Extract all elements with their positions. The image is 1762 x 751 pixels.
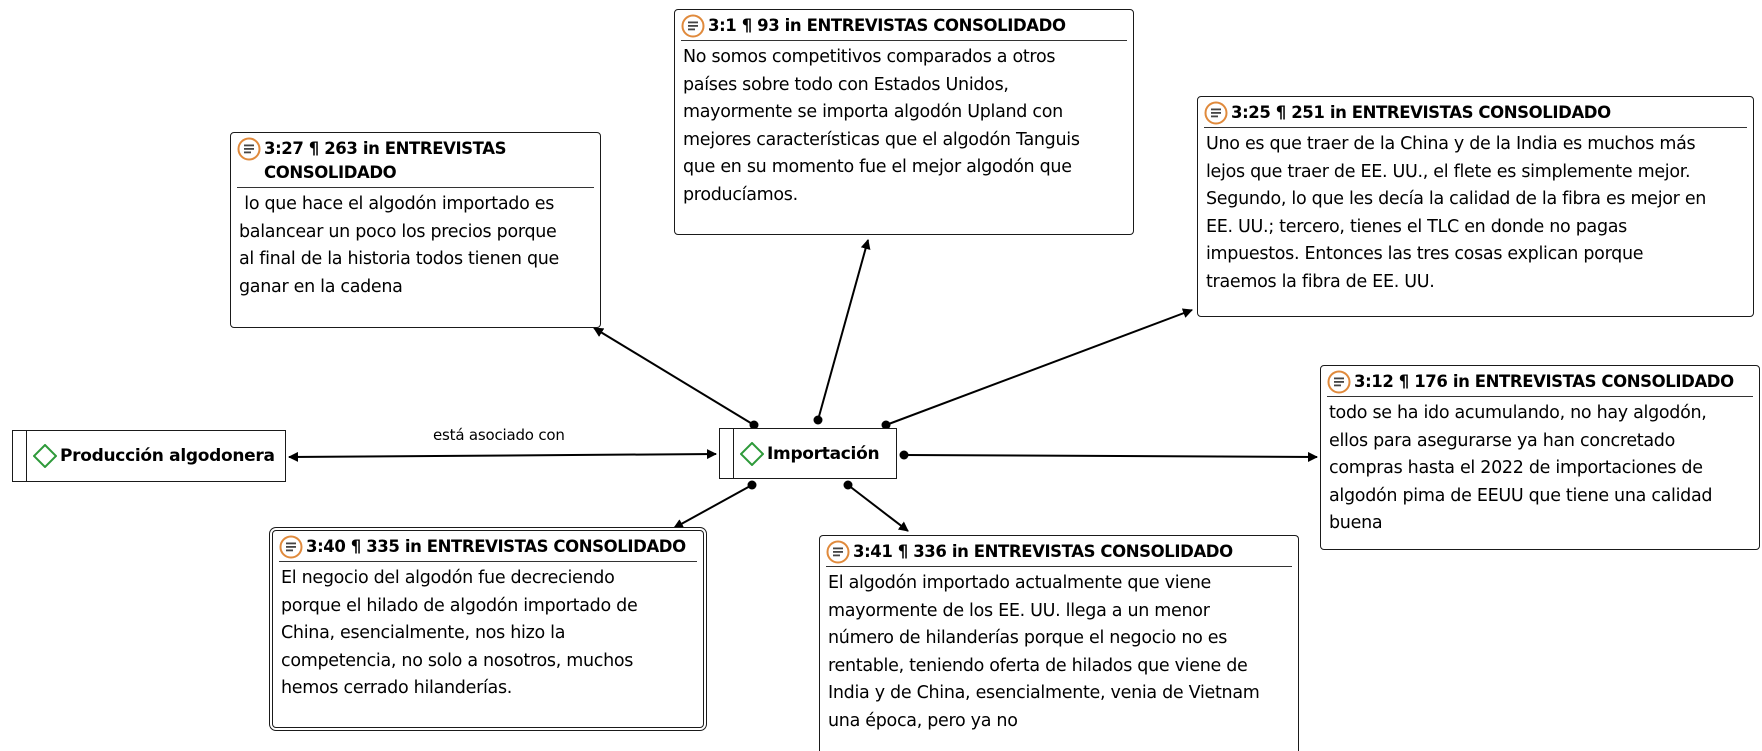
quote-line: porque el hilado de algodón importado de <box>281 595 638 616</box>
quote-line: compras hasta el 2022 de importaciones d… <box>1329 458 1703 478</box>
quote-line: No somos competitivos comparados a otros <box>683 47 1056 67</box>
quote-line: mayormente se importa algodón Upland con <box>683 102 1063 122</box>
quote-body: El algodón importado actualmente que vie… <box>826 570 1292 735</box>
link-dot <box>747 480 757 490</box>
quote-3-40[interactable]: 3:40 ¶ 335 in ENTREVISTAS CONSOLIDADO El… <box>272 530 704 728</box>
quote-line: impuestos. Entonces las tres cosas expli… <box>1206 244 1644 264</box>
quotation-icon <box>1204 101 1228 125</box>
link-importacion-q31 <box>817 239 871 421</box>
quote-header: 3:12 ¶ 176 in ENTREVISTAS CONSOLIDADO <box>1327 370 1753 397</box>
quotation-icon <box>1327 370 1351 394</box>
quote-line: El algodón importado actualmente que vie… <box>828 573 1211 593</box>
code-strip <box>13 431 27 481</box>
quote-line: países sobre todo con Estados Unidos, <box>683 74 1009 95</box>
quote-body: todo se ha ido acumulando, no hay algodó… <box>1327 400 1753 538</box>
quote-body: Uno es que traer de la China y de la Ind… <box>1204 131 1747 296</box>
link-dot <box>813 415 823 425</box>
quote-line: hemos cerrado hilanderías. <box>281 678 513 698</box>
quote-line: mejores características que el algodón T… <box>683 129 1080 150</box>
quote-line: número de hilanderías porque el negocio … <box>828 628 1228 648</box>
quote-line: ganar en la cadena <box>239 276 403 297</box>
quote-3-12[interactable]: 3:12 ¶ 176 in ENTREVISTAS CONSOLIDADO to… <box>1320 365 1760 550</box>
quote-header-text: 3:41 ¶ 336 in ENTREVISTAS CONSOLIDADO <box>853 542 1233 561</box>
link-importacion-q327 <box>593 327 755 426</box>
quote-line: Segundo, lo que les decía la calidad de … <box>1206 189 1707 209</box>
quote-line: que en su momento fue el mejor algodón q… <box>683 157 1072 177</box>
quote-body: lo que hace el algodón importado es bala… <box>237 191 594 301</box>
quote-line: traemos la fibra de EE. UU. <box>1206 271 1435 292</box>
quote-header: 3:25 ¶ 251 in ENTREVISTAS CONSOLIDADO <box>1204 101 1747 128</box>
quote-3-27[interactable]: 3:27 ¶ 263 in ENTREVISTAS CONSOLIDADO lo… <box>230 132 601 328</box>
quote-line: una época, pero ya no <box>828 710 1018 731</box>
code-label: Importación <box>767 443 880 464</box>
quotation-icon <box>237 137 261 161</box>
quote-header-text: 3:25 ¶ 251 in ENTREVISTAS CONSOLIDADO <box>1231 103 1611 122</box>
quotation-icon <box>826 540 850 564</box>
link-importacion-q341 <box>847 484 909 532</box>
quote-header-line: CONSOLIDADO <box>264 163 397 182</box>
quote-line: EE. UU.; tercero, tienes el TLC en donde… <box>1206 216 1627 237</box>
quote-line: lo que hace el algodón importado es <box>239 194 555 214</box>
quote-header-text: 3:27 ¶ 263 in ENTREVISTAS CONSOLIDADO <box>264 137 506 185</box>
quote-header: 3:41 ¶ 336 in ENTREVISTAS CONSOLIDADO <box>826 540 1292 567</box>
quote-header: 3:40 ¶ 335 in ENTREVISTAS CONSOLIDADO <box>279 535 697 562</box>
code-strip <box>720 429 734 478</box>
quote-line: India y de China, esencialmente, venia d… <box>828 683 1260 703</box>
link-importacion-q312 <box>903 451 1318 462</box>
quote-line: producíamos. <box>683 184 798 205</box>
quote-header-text: 3:40 ¶ 335 in ENTREVISTAS CONSOLIDADO <box>306 537 686 556</box>
quote-line: ellos para asegurarse ya han concretado <box>1329 430 1675 451</box>
link-dot <box>749 420 759 430</box>
link-importacion-q325 <box>885 308 1193 426</box>
quote-header-text: 3:12 ¶ 176 in ENTREVISTAS CONSOLIDADO <box>1354 372 1734 391</box>
link-dot <box>899 450 909 460</box>
quote-body: No somos competitivos comparados a otros… <box>681 44 1127 209</box>
quote-header-text: 3:1 ¶ 93 in ENTREVISTAS CONSOLIDADO <box>708 16 1066 35</box>
quote-line: buena <box>1329 513 1383 533</box>
quote-line: algodón pima de EEUU que tiene una calid… <box>1329 485 1713 506</box>
link-dot <box>881 420 891 430</box>
quote-line: competencia, no solo a nosotros, muchos <box>281 650 634 671</box>
quote-3-25[interactable]: 3:25 ¶ 251 in ENTREVISTAS CONSOLIDADO Un… <box>1197 96 1754 317</box>
link-dot <box>843 480 853 490</box>
quote-line: todo se ha ido acumulando, no hay algodó… <box>1329 403 1707 423</box>
code-label: Producción algodonera <box>60 446 275 466</box>
quote-line: Uno es que traer de la China y de la Ind… <box>1206 134 1696 154</box>
code-diamond-icon <box>33 444 57 468</box>
quote-line: lejos que traer de EE. UU., el flete es … <box>1206 161 1691 182</box>
quote-body: El negocio del algodón fue decreciendo p… <box>279 565 697 703</box>
link-produccion-importacion <box>288 449 717 462</box>
quote-header-line: 3:27 ¶ 263 in ENTREVISTAS <box>264 139 507 158</box>
quote-header: 3:1 ¶ 93 in ENTREVISTAS CONSOLIDADO <box>681 14 1127 41</box>
code-produccion-algodonera[interactable]: Producción algodonera <box>12 430 286 482</box>
quotation-icon <box>681 14 705 38</box>
quote-line: al final de la historia todos tienen que <box>239 249 560 269</box>
quote-line: mayormente de los EE. UU. llega a un men… <box>828 600 1210 621</box>
quotation-icon <box>279 535 303 559</box>
link-importacion-q340 <box>673 484 753 529</box>
quote-3-41[interactable]: 3:41 ¶ 336 in ENTREVISTAS CONSOLIDADO El… <box>819 535 1299 751</box>
quote-line: El negocio del algodón fue decreciendo <box>281 568 615 588</box>
code-importacion[interactable]: Importación <box>719 428 897 479</box>
quote-line: China, esencialmente, nos hizo la <box>281 623 566 643</box>
relation-label: está asociado con <box>433 426 565 444</box>
quote-line: rentable, teniendo oferta de hilados que… <box>828 655 1248 676</box>
quote-header: 3:27 ¶ 263 in ENTREVISTAS CONSOLIDADO <box>237 137 594 188</box>
quote-3-1[interactable]: 3:1 ¶ 93 in ENTREVISTAS CONSOLIDADO No s… <box>674 9 1134 235</box>
quote-line: balancear un poco los precios porque <box>239 221 557 242</box>
code-diamond-icon <box>740 441 764 466</box>
